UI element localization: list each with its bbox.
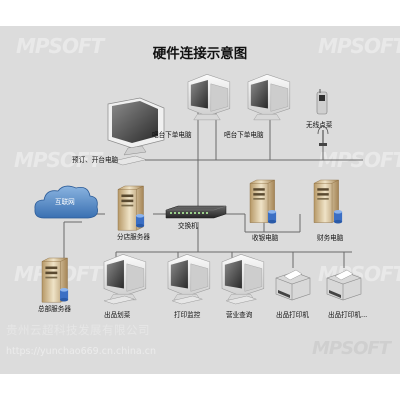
finance-pc-label: 财务电脑	[317, 234, 344, 242]
reservation-lcd-icon	[107, 97, 165, 166]
bar-pc-2-icon	[247, 73, 291, 121]
footer-url-watermark: https://yunchao669.cn.china.cn	[6, 346, 157, 357]
internet-label: 互联网	[55, 198, 75, 206]
database-icon	[136, 214, 145, 228]
cashier-pc-label: 收银电脑	[252, 234, 279, 242]
business-query-label: 营业查询	[226, 311, 253, 319]
reservation-pc-label: 预订、开台电脑	[72, 156, 119, 164]
switch-label: 交换机	[178, 222, 198, 230]
watermark: MPSOFT	[312, 338, 391, 359]
printer-2-icon	[326, 269, 362, 301]
wireless-handset-icon	[316, 89, 328, 115]
printer-2-label: 出品打印机...	[328, 311, 368, 319]
database-icon	[334, 210, 343, 224]
database-icon	[60, 288, 69, 302]
printer-1-icon	[275, 269, 311, 301]
database-icon	[268, 210, 277, 224]
hq-server-label: 总部服务器	[38, 305, 71, 313]
diagram-title: 硬件连接示意图	[152, 46, 248, 62]
switch-icon	[165, 205, 227, 219]
watermark: MPSOFT	[318, 34, 400, 58]
bar-pc-2-label: 吧台下单电脑	[224, 131, 264, 139]
wireless-order-label: 无线点菜	[306, 121, 333, 129]
internet-cloud-icon	[34, 185, 98, 219]
business-query-icon	[221, 253, 265, 301]
watermark: MPSOFT	[14, 148, 102, 172]
dish-pc-icon	[103, 253, 147, 301]
print-monitor-label: 打印监控	[174, 311, 201, 319]
dish-pc-label: 出品划菜	[104, 311, 131, 319]
footer-company-watermark: 贵州云超科技发展有限公司	[6, 323, 150, 337]
antenna-icon	[317, 125, 329, 146]
bar-pc-1-icon	[187, 73, 231, 121]
watermark: MPSOFT	[16, 34, 104, 58]
branch-server-label: 分店服务器	[117, 233, 150, 241]
bar-pc-1-label: 吧台下单电脑	[152, 131, 192, 139]
printer-1-label: 出品打印机	[276, 311, 309, 319]
print-monitor-icon	[167, 253, 211, 301]
connection-lines	[63, 108, 363, 268]
